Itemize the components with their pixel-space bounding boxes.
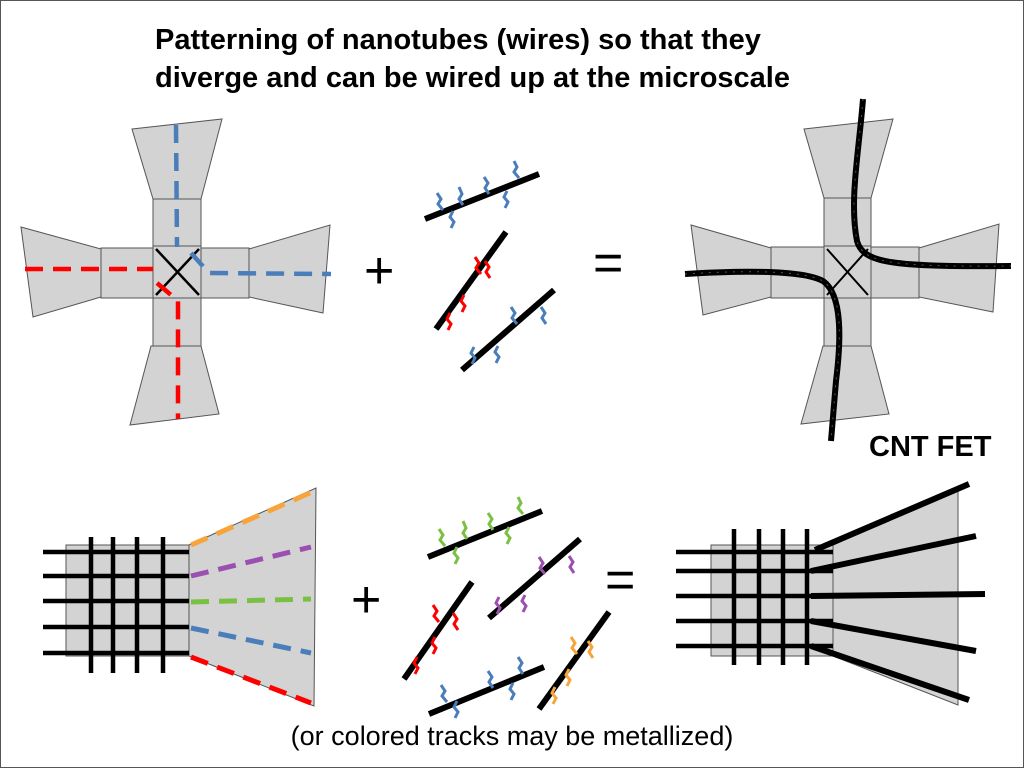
- grid-wires: [43, 537, 189, 673]
- top-left-tracks: [25, 124, 332, 419]
- nanotube-orange: [536, 610, 612, 711]
- tags-orange: [550, 636, 595, 705]
- pad-bottom: [800, 345, 890, 425]
- nanotube-green: [426, 508, 544, 560]
- pad-top: [803, 118, 894, 199]
- bottom-middle-nanotubes: [401, 496, 612, 719]
- top-right-junction: [826, 248, 869, 296]
- blue-track-vertical: [173, 124, 180, 248]
- bottom-right-pattern: [676, 481, 986, 706]
- red-track-vertical: [155, 281, 181, 419]
- top-middle-nanotubes: [423, 160, 556, 373]
- nanotube-2: [433, 230, 509, 331]
- tags-blue-1: [435, 160, 521, 229]
- track-purple: [190, 544, 312, 579]
- tags-purple: [494, 555, 576, 615]
- arm-top: [823, 197, 872, 247]
- track-blue: [190, 625, 312, 656]
- title-line-2: diverge and can be wired up at the micro…: [155, 62, 790, 94]
- diverging-wires: [810, 481, 986, 703]
- track-orange: [189, 486, 321, 548]
- tags-blue: [439, 656, 525, 719]
- title-line-1: Patterning of nanotubes (wires) so that …: [155, 24, 761, 56]
- wire-left-to-bottom: [684, 268, 843, 442]
- pad-bottom: [129, 345, 220, 426]
- track-red: [190, 654, 312, 706]
- cnt-fet-label: CNT FET: [869, 431, 992, 463]
- equals-symbol-bottom: =: [605, 551, 636, 609]
- plus-symbol-bottom: +: [351, 571, 382, 629]
- nanotube-purple: [487, 536, 582, 621]
- bottom-left-pattern: [43, 486, 321, 707]
- pad-left: [20, 226, 102, 318]
- tags-red: [412, 604, 460, 675]
- nanotube-1: [423, 171, 541, 222]
- tags-red-2: [445, 256, 492, 331]
- plus-symbol-top: +: [364, 242, 395, 300]
- nanotube-blue: [427, 664, 546, 717]
- arm-bottom: [823, 297, 872, 347]
- blue-track-horizontal: [189, 251, 332, 277]
- tags-blue-3: [469, 306, 548, 365]
- equals-symbol-top: =: [593, 234, 624, 292]
- pad-right: [248, 224, 331, 314]
- fan-tracks: [189, 486, 321, 706]
- grid-wires: [676, 529, 833, 665]
- nanotube-3: [460, 287, 556, 373]
- arm-right: [870, 246, 920, 299]
- wire-top-to-right: [851, 98, 1012, 270]
- top-right-wires: [684, 98, 1012, 442]
- tags-green: [437, 496, 525, 565]
- grid-pad: [710, 544, 834, 657]
- top-right-cross-pattern: [690, 118, 1000, 425]
- track-green: [190, 596, 312, 605]
- arm-left: [100, 247, 154, 299]
- page-title: Patterning of nanotubes (wires) so that …: [155, 21, 915, 97]
- caption: (or colored tracks may be metallized): [290, 721, 734, 751]
